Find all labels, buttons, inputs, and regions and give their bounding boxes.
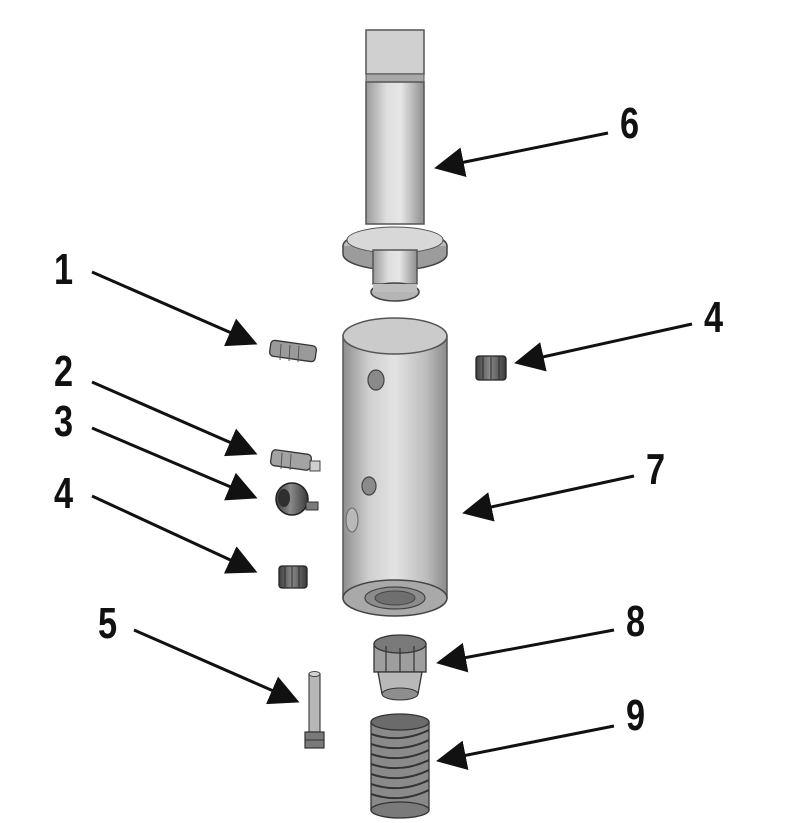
part-3-knob (275, 482, 319, 516)
callout-6: 6 (620, 99, 640, 148)
leader-arrow-2 (91, 380, 258, 457)
callout-8: 8 (626, 597, 646, 646)
leader-arrow-5 (133, 628, 300, 705)
leader-arrow-6 (434, 131, 609, 177)
callout-9: 9 (626, 691, 646, 740)
callout-1: 1 (54, 245, 74, 294)
leader-arrow-1 (91, 270, 258, 347)
part-4-set-screw-left (278, 565, 308, 589)
callout-7: 7 (646, 445, 666, 494)
part-1-dowel-pin (268, 339, 318, 363)
leader-arrow-3 (91, 426, 258, 501)
part-5-thin-screw (304, 671, 325, 749)
callout-5: 5 (98, 599, 118, 648)
part-2-spring-plunger (269, 449, 321, 472)
part-4-set-screw-right (475, 355, 507, 381)
callout-4-left: 4 (54, 469, 74, 518)
leader-arrow-4-left (91, 494, 258, 574)
leader-arrow-4-right (514, 322, 693, 372)
callout-4-right: 4 (704, 293, 724, 342)
leader-arrows (91, 131, 693, 771)
leader-arrow-9 (436, 724, 615, 771)
part-6-shaft (342, 29, 448, 302)
callout-3: 3 (54, 397, 74, 446)
leader-arrow-7 (462, 474, 635, 522)
callout-2: 2 (54, 347, 74, 396)
part-8-collet (373, 634, 427, 701)
leader-arrow-8 (436, 628, 615, 673)
part-9-spring (370, 713, 430, 819)
part-7-cylinder-body (342, 317, 448, 617)
